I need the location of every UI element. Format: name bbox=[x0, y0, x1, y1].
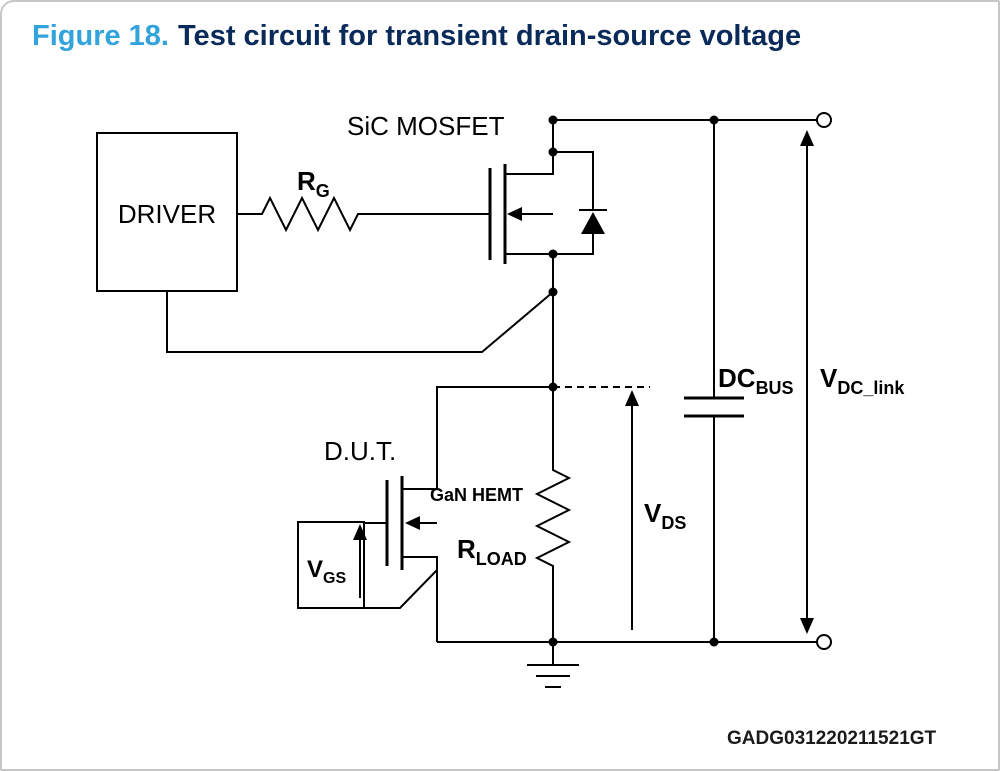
junction-dot bbox=[709, 115, 719, 125]
mosfet-drain-lead bbox=[505, 120, 554, 175]
mosfet-bulk-arrow bbox=[507, 207, 522, 221]
load-resistor-rload: RLOAD bbox=[457, 387, 572, 642]
positive-terminal bbox=[816, 112, 832, 128]
diode-triangle bbox=[581, 212, 605, 234]
dut-label: D.U.T. bbox=[324, 436, 396, 466]
vds-arrow-head bbox=[625, 390, 639, 406]
vdc-link-label: VDC_link bbox=[820, 363, 905, 398]
vds-measure: VDS bbox=[553, 386, 686, 630]
vgs-label: VGS bbox=[307, 556, 346, 587]
ground-symbol bbox=[527, 642, 579, 688]
junction-dot bbox=[548, 637, 558, 647]
dc-bus-capacitor: DCBUS bbox=[684, 120, 794, 642]
diode-leads bbox=[553, 151, 594, 255]
junction-dots bbox=[548, 115, 719, 647]
vdc-arrow-head-top bbox=[800, 130, 814, 146]
junction-dot bbox=[548, 287, 558, 297]
vgs-arrow-head bbox=[353, 524, 367, 540]
negative-terminal bbox=[816, 634, 832, 650]
driver-label: DRIVER bbox=[118, 199, 216, 229]
figure-title: Test circuit for transient drain-source … bbox=[178, 20, 802, 52]
sic-mosfet: SiC MOSFET bbox=[347, 111, 554, 387]
junction-dot bbox=[548, 382, 558, 392]
capacitor-plates bbox=[684, 396, 744, 418]
figure-number: Figure 18. bbox=[32, 20, 169, 52]
ground-lines bbox=[527, 642, 579, 688]
dcbus-label: DCBUS bbox=[718, 363, 794, 398]
gate-resistor-rg: RG bbox=[237, 166, 490, 233]
vgs-source: VGS bbox=[297, 521, 438, 609]
rg-label: RG bbox=[297, 166, 330, 201]
vds-label: VDS bbox=[644, 498, 686, 533]
vdc-arrow-head-bottom bbox=[800, 618, 814, 634]
junction-dot bbox=[548, 249, 558, 259]
hemt-source-lead bbox=[402, 556, 438, 642]
rload-label: RLOAD bbox=[457, 534, 527, 569]
mosfet-source-lead bbox=[505, 253, 554, 387]
rg-zigzag-wire bbox=[237, 195, 490, 233]
hemt-drain-lead bbox=[402, 386, 553, 490]
vgs-return-wire bbox=[364, 569, 438, 609]
hemt-bulk-arrow bbox=[405, 516, 420, 530]
figure-caption: Figure 18. Test circuit for transient dra… bbox=[32, 20, 801, 53]
junction-dot bbox=[548, 147, 558, 157]
driver-block: DRIVER bbox=[96, 132, 238, 292]
figure-reference-code: GADG031220211521GT bbox=[727, 728, 937, 749]
dut-gan-hemt: D.U.T. GaN HEMT bbox=[324, 386, 553, 642]
rload-zigzag-wire bbox=[534, 387, 572, 642]
driver-return-wire bbox=[166, 291, 554, 353]
junction-dot bbox=[709, 637, 719, 647]
gan-hemt-label: GaN HEMT bbox=[430, 485, 523, 505]
vdc-link-measure: VDC_link bbox=[800, 130, 905, 634]
junction-dot bbox=[548, 115, 558, 125]
vgs-box bbox=[297, 521, 365, 609]
body-diode bbox=[553, 151, 607, 255]
sic-mosfet-label: SiC MOSFET bbox=[347, 111, 505, 141]
